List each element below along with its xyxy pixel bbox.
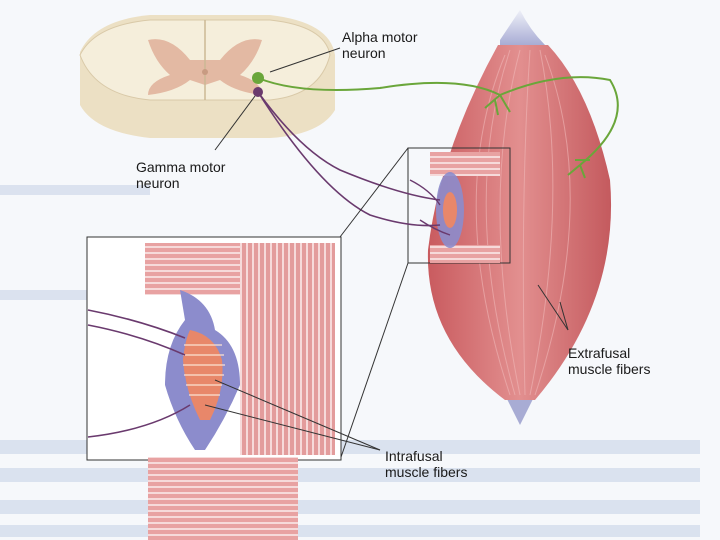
label-alpha-motor-neuron: Alpha motor neuron — [342, 29, 417, 61]
label-gamma-motor-neuron: Gamma motor neuron — [136, 159, 225, 191]
spindle-enlarged-inset — [87, 237, 341, 460]
label-intrafusal-muscle-fibers: Intrafusal muscle fibers — [385, 448, 467, 480]
spinal-cord-section — [80, 15, 335, 138]
label-extrafusal-muscle-fibers: Extrafusal muscle fibers — [568, 345, 650, 377]
